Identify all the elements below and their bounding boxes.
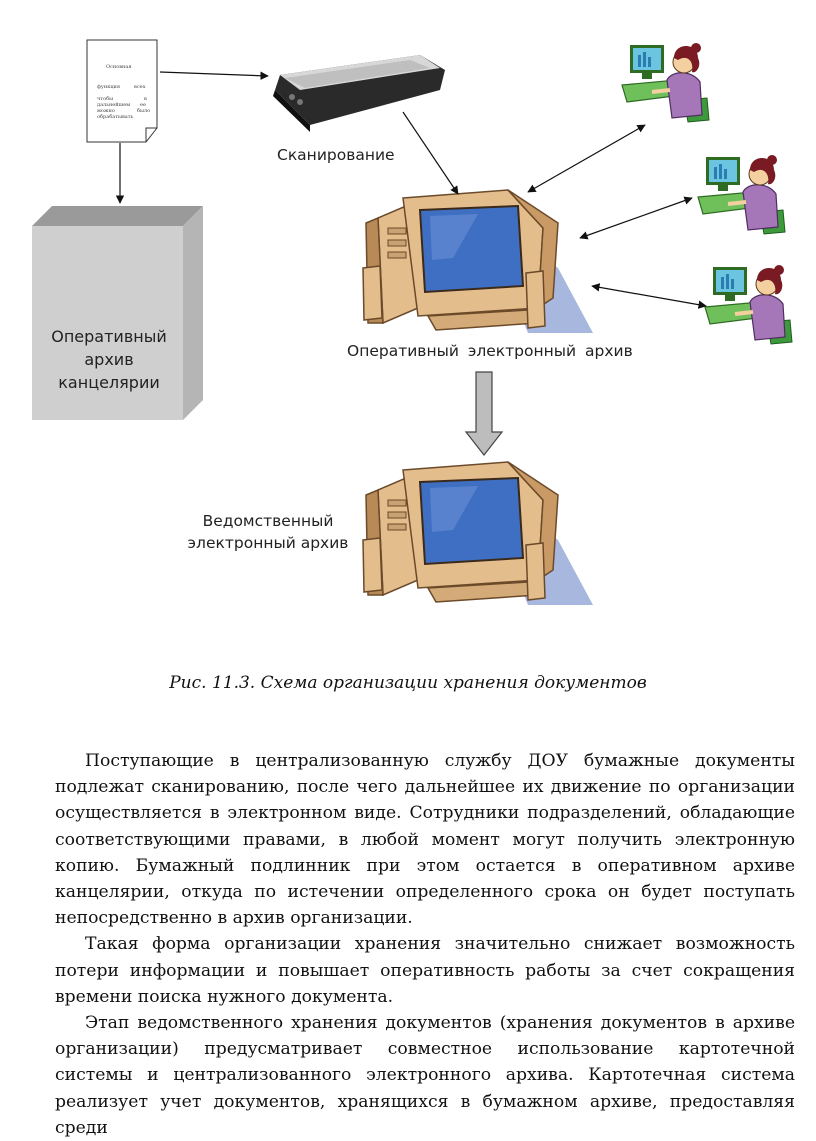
block-arrow-down xyxy=(464,371,504,456)
doc-text-line: дальнейшем xyxy=(97,102,131,108)
doc-text-line: функция xyxy=(97,84,121,90)
user-workstation-icon xyxy=(620,41,711,124)
office-archive-label-line: Оперативный xyxy=(51,327,167,346)
office-archive-label-line: архив xyxy=(84,350,134,369)
scanner-icon xyxy=(273,55,445,132)
doc-text-line: было xyxy=(137,108,151,114)
body-paragraph: Такая форма организации хранения значите… xyxy=(55,934,795,1007)
doc-text-line: Основная xyxy=(106,64,132,70)
operative-electronic-archive-label: Оперативный электронный архив xyxy=(347,342,633,360)
doc-text-line: можно xyxy=(97,108,115,114)
office-archive-box xyxy=(32,206,203,420)
arrow-archive-user3 xyxy=(591,283,707,309)
office-archive-label-line: канцелярии xyxy=(58,373,160,392)
arrow-archive-user2 xyxy=(579,196,693,240)
departmental-electronic-archive-label: Ведомственный электронный архив xyxy=(178,510,358,554)
departmental-archive-computer-icon xyxy=(362,461,594,606)
body-text: Поступающие в централизованную службу ДО… xyxy=(55,748,795,1141)
departmental-label-line: Ведомственный xyxy=(202,512,334,530)
doc-text-line: всех xyxy=(134,84,146,90)
departmental-label-line: электронный архив xyxy=(187,534,349,552)
doc-text-line: чтобы xyxy=(97,96,114,102)
user-workstation-icon xyxy=(703,263,794,346)
doc-text-line: ее xyxy=(140,102,146,108)
body-paragraph: Поступающие в централизованную службу ДО… xyxy=(55,751,795,929)
figure-caption: Рис. 11.3. Схема организации хранения до… xyxy=(169,673,647,693)
body-paragraph: Этап ведомственного хранения документов … xyxy=(55,1013,795,1138)
scanning-label: Сканирование xyxy=(277,146,395,164)
arrow-scanner-to-archive xyxy=(402,111,459,195)
doc-text-line: обрабатывать xyxy=(97,114,134,120)
doc-text-line: в xyxy=(144,96,147,102)
storage-scheme-diagram xyxy=(32,39,794,606)
paper-document-icon xyxy=(86,39,158,143)
office-archive-label: Оперативный архив канцелярии xyxy=(33,325,185,394)
arrow-archive-user1 xyxy=(527,124,646,193)
arrow-doc-to-scanner xyxy=(159,71,269,80)
user-workstation-icon xyxy=(696,153,787,236)
operative-archive-computer-icon xyxy=(362,189,594,334)
